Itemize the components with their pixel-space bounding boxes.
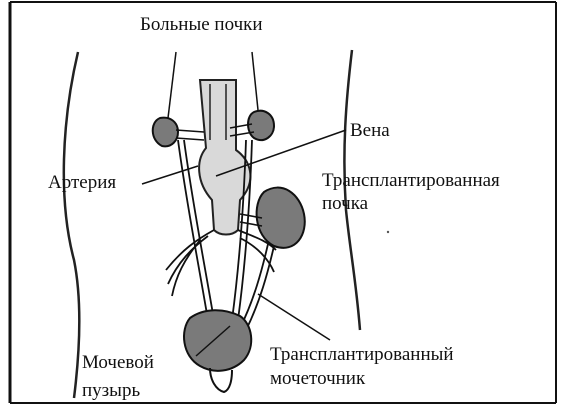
iliac-vessels-left [166, 230, 214, 296]
label-transplanted-kidney-line2: почка [322, 193, 368, 215]
pointer-ureter [258, 294, 330, 340]
diseased-kidney-right [248, 111, 274, 140]
label-bladder-line2: пузырь [82, 380, 140, 402]
label-transplanted-kidney-line1: Трансплантированная [322, 170, 500, 192]
label-bladder-line1: Мочевой [82, 352, 154, 374]
label-transplanted-ureter-line1: Трансплантированный [270, 344, 454, 366]
diseased-kidney-left [153, 118, 178, 147]
label-diseased-kidneys: Больные почки [140, 14, 263, 36]
label-artery: Артерия [48, 172, 116, 194]
bladder [184, 310, 251, 371]
transplanted-kidney [257, 188, 305, 248]
label-transplanted-ureter-line2: мочеточник [270, 368, 365, 390]
body-outline-left [64, 52, 79, 398]
label-vein: Вена [350, 120, 390, 142]
